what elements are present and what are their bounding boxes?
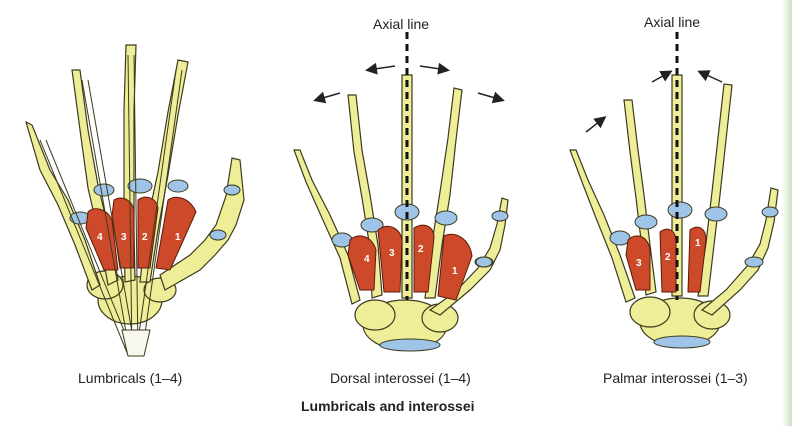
right-edge-decoration [782, 0, 792, 426]
lumbricals-caption: Lumbricals (1–4) [78, 370, 183, 386]
palmar-axial-line-label: Axial line [644, 14, 701, 30]
dorsal-label-3: 3 [389, 248, 395, 259]
dorsal-interossei-caption: Dorsal interossei (1–4) [330, 370, 471, 386]
palmar-label-1: 1 [695, 238, 701, 249]
lumbrical-label-4: 4 [97, 232, 103, 243]
lumbricals-hand: 4 3 2 1 [25, 44, 245, 357]
dorsal-label-2: 2 [418, 244, 424, 255]
dorsal-label-4: 4 [364, 254, 370, 265]
palmar-interossei-caption: Palmar interossei (1–3) [603, 370, 748, 386]
figure-title: Lumbricals and interossei [301, 398, 475, 414]
palmar-label-3: 3 [636, 258, 642, 269]
dorsal-interossei-hand: 4 3 2 1 [293, 32, 509, 352]
palmar-label-2: 2 [665, 252, 671, 263]
lumbrical-label-3: 3 [121, 232, 127, 243]
dorsal-axial-line-label: Axial line [373, 16, 430, 32]
dorsal-label-1: 1 [452, 266, 458, 277]
lumbrical-label-1: 1 [175, 232, 181, 243]
palmar-interossei-hand: 3 2 1 [569, 32, 779, 349]
lumbrical-label-2: 2 [142, 232, 148, 243]
